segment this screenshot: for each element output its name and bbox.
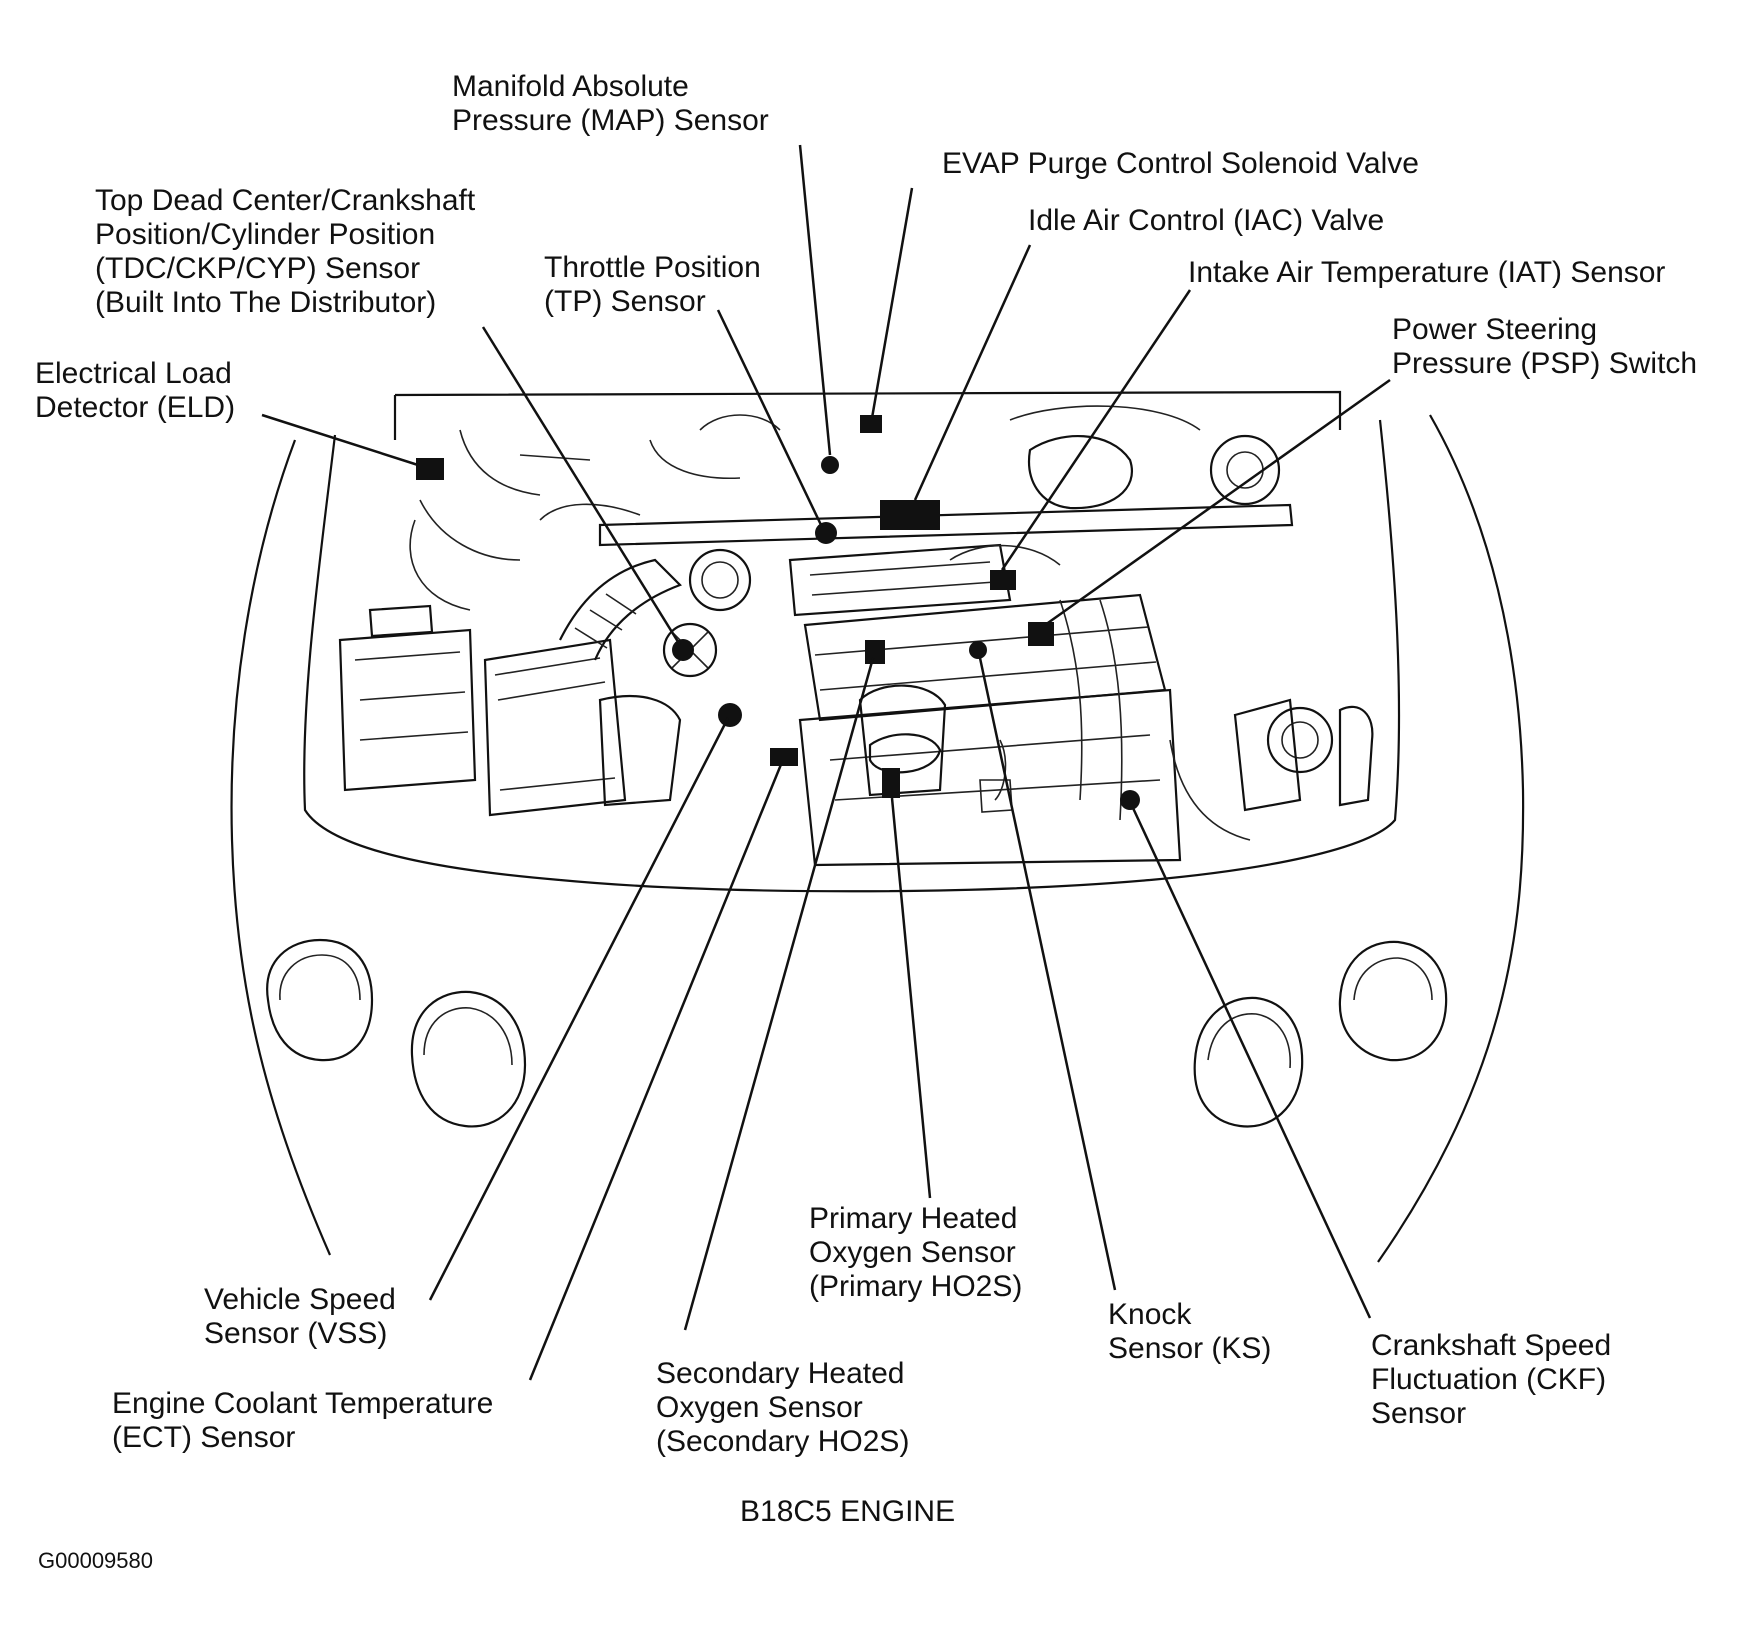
psp-component — [1028, 622, 1054, 646]
figure-caption: B18C5 ENGINE — [740, 1495, 956, 1528]
vehicle-body-outline — [230, 390, 1525, 1263]
evap-component — [860, 415, 882, 433]
iat-component — [990, 570, 1016, 590]
iac-component — [880, 500, 940, 530]
eld-component — [416, 458, 444, 480]
figure-id: G00009580 — [38, 1548, 153, 1573]
headlight-right — [1193, 940, 1448, 1128]
leader-vss — [428, 717, 730, 1301]
leader-evap — [870, 187, 914, 419]
leader-ks — [978, 657, 1117, 1291]
leader-iac — [913, 244, 1032, 501]
map-component — [821, 456, 839, 474]
leader-map — [798, 144, 832, 456]
ho2s-primary-component — [882, 768, 900, 798]
vss-component — [718, 703, 742, 727]
ho2s-secondary-component — [865, 640, 885, 664]
leader-ho2s-primary — [890, 797, 932, 1199]
tp-component — [815, 522, 837, 544]
label-tp-sensor: Throttle Position(TP) Sensor — [544, 251, 761, 318]
engine-assembly — [338, 405, 1374, 867]
headlight-left — [266, 938, 527, 1128]
label-ect-sensor: Engine Coolant Temperature(ECT) Sensor — [112, 1387, 494, 1454]
ect-component — [770, 748, 798, 766]
leader-eld — [261, 413, 419, 467]
label-evap-purge-valve: EVAP Purge Control Solenoid Valve — [942, 147, 1419, 180]
leader-ckf — [1131, 807, 1372, 1319]
label-iat-sensor: Intake Air Temperature (IAT) Sensor — [1188, 256, 1666, 289]
ks-component — [969, 641, 987, 659]
tdc-component — [672, 639, 694, 661]
leader-iat — [1000, 289, 1192, 571]
leader-ect — [528, 761, 784, 1381]
leader-tdc — [481, 326, 682, 646]
leader-tp — [716, 309, 824, 528]
label-iac-valve: Idle Air Control (IAC) Valve — [1028, 204, 1385, 237]
ckf-component — [1120, 790, 1140, 810]
leader-ho2s-secondary — [683, 657, 875, 1331]
leader-psp — [1044, 378, 1391, 627]
leader-lines — [261, 144, 1391, 1381]
